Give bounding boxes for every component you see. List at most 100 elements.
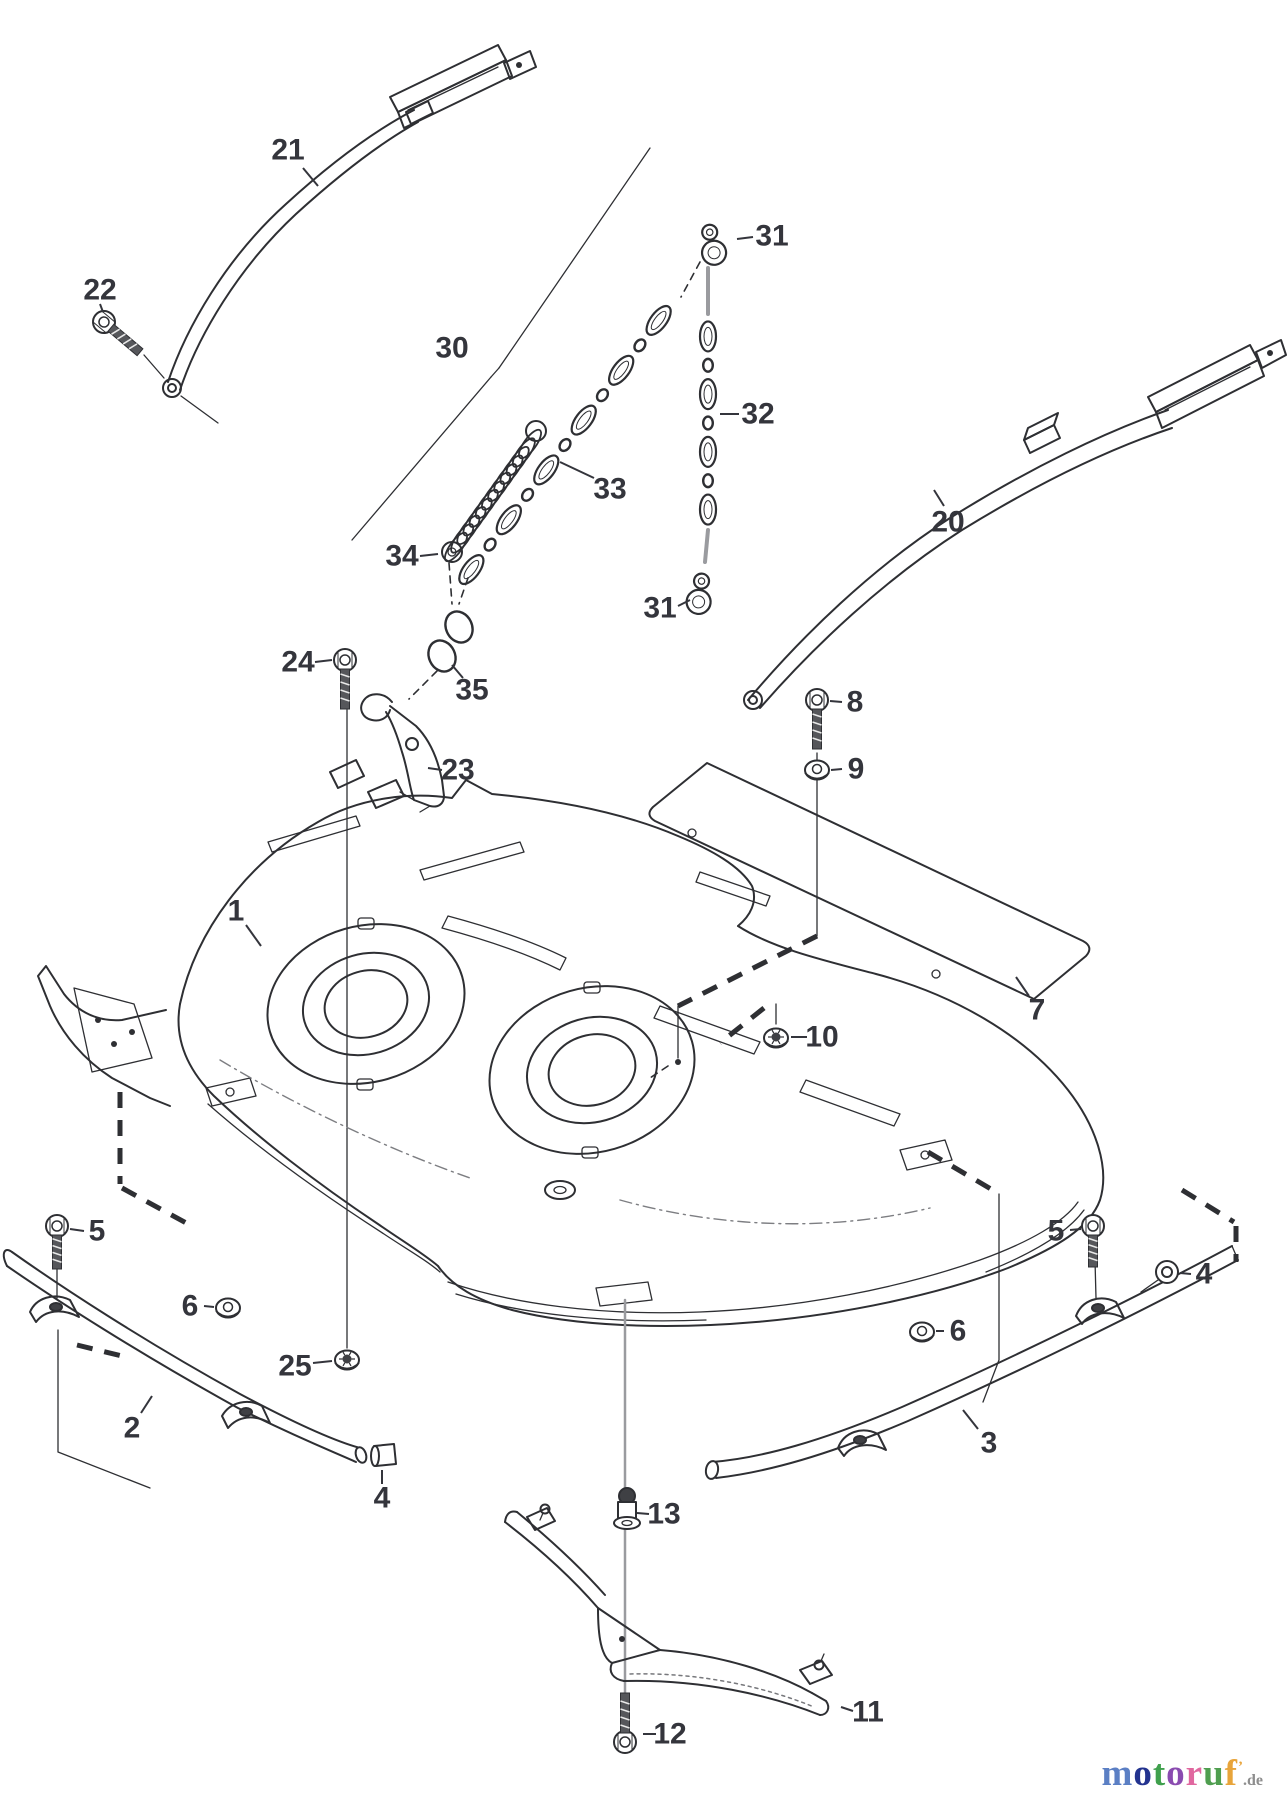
part-labels: 2122303132333431202435238917105625245463…: [69, 134, 1213, 1751]
baffle-plate-7: [648, 762, 1091, 1000]
part-label-24-9: 24: [281, 646, 333, 679]
svg-text:31: 31: [643, 592, 676, 625]
part-label-9-13: 9: [830, 753, 865, 786]
part-label-3-25: 3: [962, 1409, 998, 1460]
logo-letter: o: [1166, 1753, 1186, 1794]
logo-letter: r: [1185, 1753, 1204, 1794]
part-label-34-6: 34: [385, 540, 439, 573]
hook-31-top: [700, 223, 728, 266]
part-label-1-14: 1: [228, 895, 262, 947]
svg-text:30: 30: [435, 332, 468, 365]
bolt-12: [613, 1692, 637, 1754]
cap-4-right: [1140, 1260, 1179, 1293]
svg-text:11: 11: [852, 1696, 884, 1729]
logo-letter: o: [1133, 1753, 1153, 1794]
part-label-20-8: 20: [931, 489, 965, 539]
part-label-25-19: 25: [278, 1350, 333, 1383]
svg-text:5: 5: [1048, 1215, 1065, 1248]
svg-text:7: 7: [1029, 994, 1046, 1027]
svg-text:24: 24: [281, 646, 315, 679]
part-label-5-22: 5: [1048, 1215, 1082, 1248]
part-label-8-12: 8: [829, 686, 864, 719]
part-label-31-7: 31: [643, 592, 691, 625]
s-hook-35: [427, 610, 474, 673]
part-label-7-15: 7: [1015, 976, 1046, 1027]
svg-text:31: 31: [755, 220, 788, 253]
chain-connectors: [408, 261, 710, 700]
bolt-5-right: [1081, 1214, 1105, 1268]
part-label-30-2: 30: [435, 332, 468, 365]
bolt-8: [805, 688, 829, 750]
rail-2: [2, 1248, 397, 1489]
mower-deck-1: [37, 779, 1105, 1327]
part-label-5-17: 5: [69, 1215, 106, 1248]
nut-6-left: [215, 1297, 241, 1319]
svg-text:3: 3: [981, 1427, 998, 1460]
svg-text:25: 25: [278, 1350, 311, 1383]
svg-text:6: 6: [182, 1290, 199, 1323]
spacer-13: [613, 1487, 641, 1530]
bolt-22: [92, 310, 144, 357]
nut-6-right: [909, 1321, 935, 1343]
chain-32: [698, 320, 718, 526]
part-label-6-18: 6: [182, 1290, 215, 1323]
svg-text:32: 32: [741, 398, 774, 431]
leader-30: [351, 147, 651, 541]
motoruf-logo: motoruf’.de: [1102, 1755, 1264, 1792]
hanger-bar-20: [743, 339, 1287, 710]
svg-text:4: 4: [374, 1482, 391, 1515]
hook-31-bottom: [685, 572, 712, 616]
part-label-13-26: 13: [636, 1498, 681, 1531]
nut-9: [804, 759, 830, 781]
svg-text:1: 1: [228, 895, 245, 928]
svg-text:4: 4: [1196, 1258, 1213, 1291]
part-label-33-5: 33: [559, 461, 627, 506]
logo-suff: .de: [1243, 1772, 1263, 1789]
rail-3: [704, 1149, 1239, 1480]
part-label-12-28: 12: [643, 1718, 687, 1751]
part-label-35-10: 35: [451, 664, 489, 707]
svg-text:5: 5: [89, 1215, 106, 1248]
logo-letter: t: [1152, 1753, 1167, 1794]
assembly-leaders: [346, 709, 819, 1349]
chain-33: [458, 304, 672, 586]
part-label-11-27: 11: [840, 1696, 884, 1729]
spring-34: [441, 420, 547, 563]
part-label-4-21: 4: [374, 1470, 391, 1515]
svg-text:20: 20: [931, 506, 964, 539]
svg-text:33: 33: [593, 473, 626, 506]
part-label-31-3: 31: [736, 220, 789, 253]
logo-accent: ’: [1238, 1759, 1243, 1775]
nut-25: [334, 1349, 360, 1371]
part-label-23-11: 23: [427, 754, 475, 787]
cap-4-left: [370, 1443, 397, 1467]
bolt-5-left: [45, 1214, 69, 1270]
part-label-6-24: 6: [936, 1315, 966, 1348]
part-label-32-4: 32: [720, 398, 775, 431]
svg-text:6: 6: [950, 1315, 967, 1348]
part-label-4-23: 4: [1179, 1258, 1213, 1291]
logo-letter: f: [1224, 1753, 1238, 1794]
bolt-24: [333, 648, 357, 710]
svg-text:12: 12: [653, 1718, 686, 1751]
svg-text:34: 34: [385, 540, 419, 573]
svg-text:13: 13: [647, 1498, 680, 1531]
svg-text:22: 22: [83, 274, 116, 307]
svg-text:35: 35: [455, 674, 488, 707]
part-label-2-20: 2: [124, 1395, 153, 1445]
part-label-10-16: 10: [791, 1021, 839, 1054]
svg-text:9: 9: [848, 753, 865, 786]
svg-text:2: 2: [124, 1412, 141, 1445]
part-label-21-0: 21: [271, 134, 319, 187]
hanger-bar-21: [143, 44, 537, 424]
logo-letter: m: [1101, 1753, 1134, 1794]
svg-text:23: 23: [441, 754, 474, 787]
part-label-22-1: 22: [83, 274, 117, 313]
svg-text:10: 10: [805, 1021, 838, 1054]
svg-text:21: 21: [271, 134, 304, 167]
nut-10: [763, 1027, 789, 1049]
svg-text:8: 8: [847, 686, 864, 719]
logo-letter: u: [1203, 1753, 1225, 1794]
